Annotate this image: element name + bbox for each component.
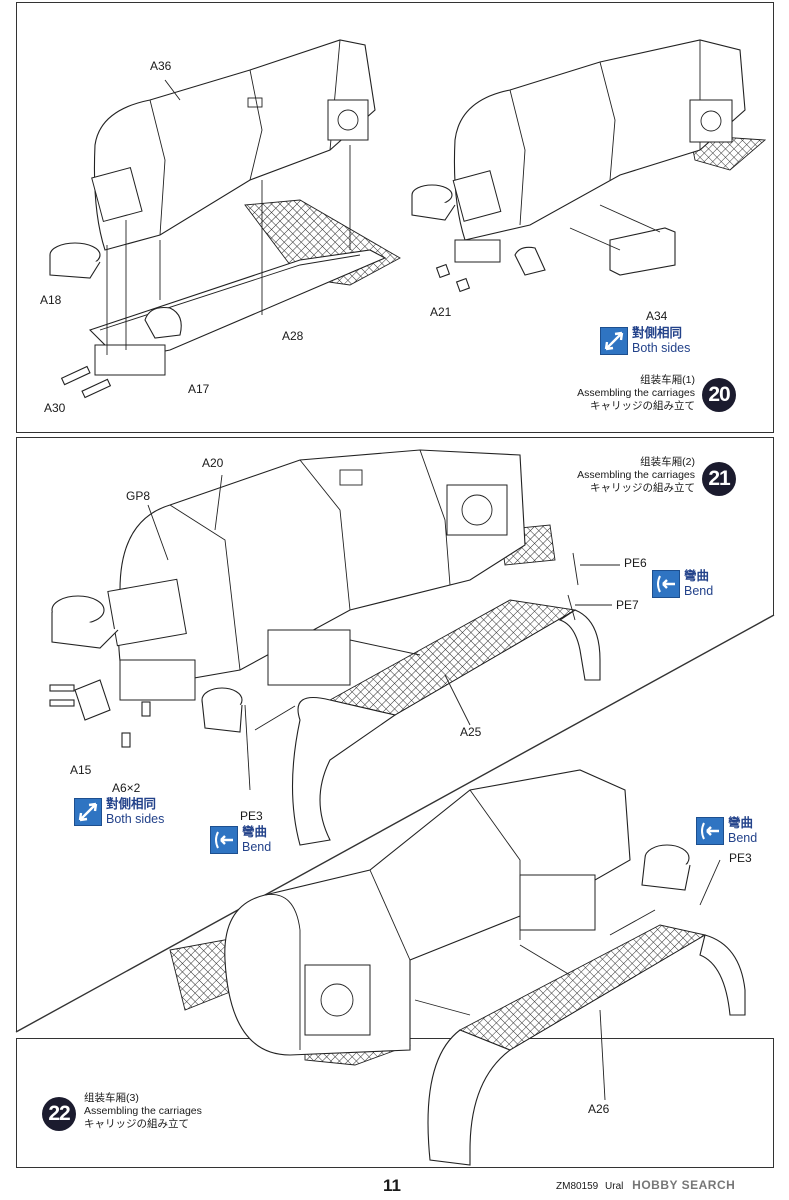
step-20-panel [16,2,774,433]
step20-caption-en: Assembling the carriages [577,387,695,399]
step20-left-carriage [49,39,401,399]
note-bend-cn: 彎曲 [728,816,754,830]
part-label-a25: A25 [460,725,482,739]
diagonal-divider [15,614,775,1033]
part-label-a28: A28 [282,329,304,343]
step20-right-carriage [411,39,767,293]
note-both-sides-en: Both sides [106,812,165,826]
step22-number-badge: 22 [42,1097,76,1131]
mirror-arrow-icon [74,798,102,826]
bend-arrow-icon [652,570,680,598]
note-bend-en: Bend [728,831,758,845]
step21-carriage [49,449,620,846]
step22-caption-cn: 组装车厢(3) [84,1092,139,1104]
step21-caption-jp: キャリッジの組み立て [590,482,695,494]
step22-carriage [169,769,746,1166]
note-bend-en: Bend [684,584,714,598]
note-bend-en: Bend [242,840,272,854]
part-label-a34: A34 [646,309,668,323]
part-label-a36: A36 [150,59,172,73]
step20-caption-cn: 组装车厢(1) [640,374,695,386]
note-bend-cn: 彎曲 [684,569,710,583]
step20-caption-jp: キャリッジの組み立て [590,400,695,412]
step20-number-badge: 20 [702,378,736,412]
part-label-a20: A20 [202,456,224,470]
part-label-pe3-step21: PE3 [240,809,263,823]
part-label-pe6: PE6 [624,556,647,570]
part-label-pe7: PE7 [616,598,639,612]
step21-number-badge: 21 [702,462,736,496]
step21-caption: 组装车厢(2) Assembling the carriages キャリッジの組… [577,456,695,495]
footer-watermark: HOBBY SEARCH [632,1178,736,1192]
part-label-pe3-step22: PE3 [729,851,752,865]
part-label-gp8: GP8 [126,489,151,503]
part-label-a15: A15 [70,763,92,777]
mirror-arrow-icon [600,327,628,355]
step22-caption: 组装车厢(3) Assembling the carriages キャリッジの組… [84,1092,202,1131]
step22-caption-jp: キャリッジの組み立て [84,1118,189,1130]
footer-product: ZM80159 Ural HOBBY SEARCH [556,1178,735,1192]
note-both-sides-cn: 對側相同 [632,326,683,340]
step21-caption-cn: 组装车厢(2) [640,456,695,468]
part-label-a17: A17 [188,382,210,396]
step20-caption: 组装车厢(1) Assembling the carriages キャリッジの組… [577,374,695,413]
part-label-a30: A30 [44,401,66,415]
part-label-a18: A18 [40,293,62,307]
step22-caption-en: Assembling the carriages [84,1105,202,1117]
bend-arrow-icon [210,826,238,854]
note-both-sides-cn: 對側相同 [106,797,157,811]
step21-caption-en: Assembling the carriages [577,469,695,481]
part-label-a6: A6×2 [112,781,141,795]
note-bend-cn: 彎曲 [242,825,268,839]
part-label-a26: A26 [588,1102,610,1116]
page-number: 11 [383,1176,401,1195]
bend-arrow-icon [696,817,724,845]
part-label-a21: A21 [430,305,452,319]
footer-code: ZM80159 [556,1181,599,1192]
footer-name: Ural [605,1181,624,1192]
note-both-sides-en: Both sides [632,341,691,355]
